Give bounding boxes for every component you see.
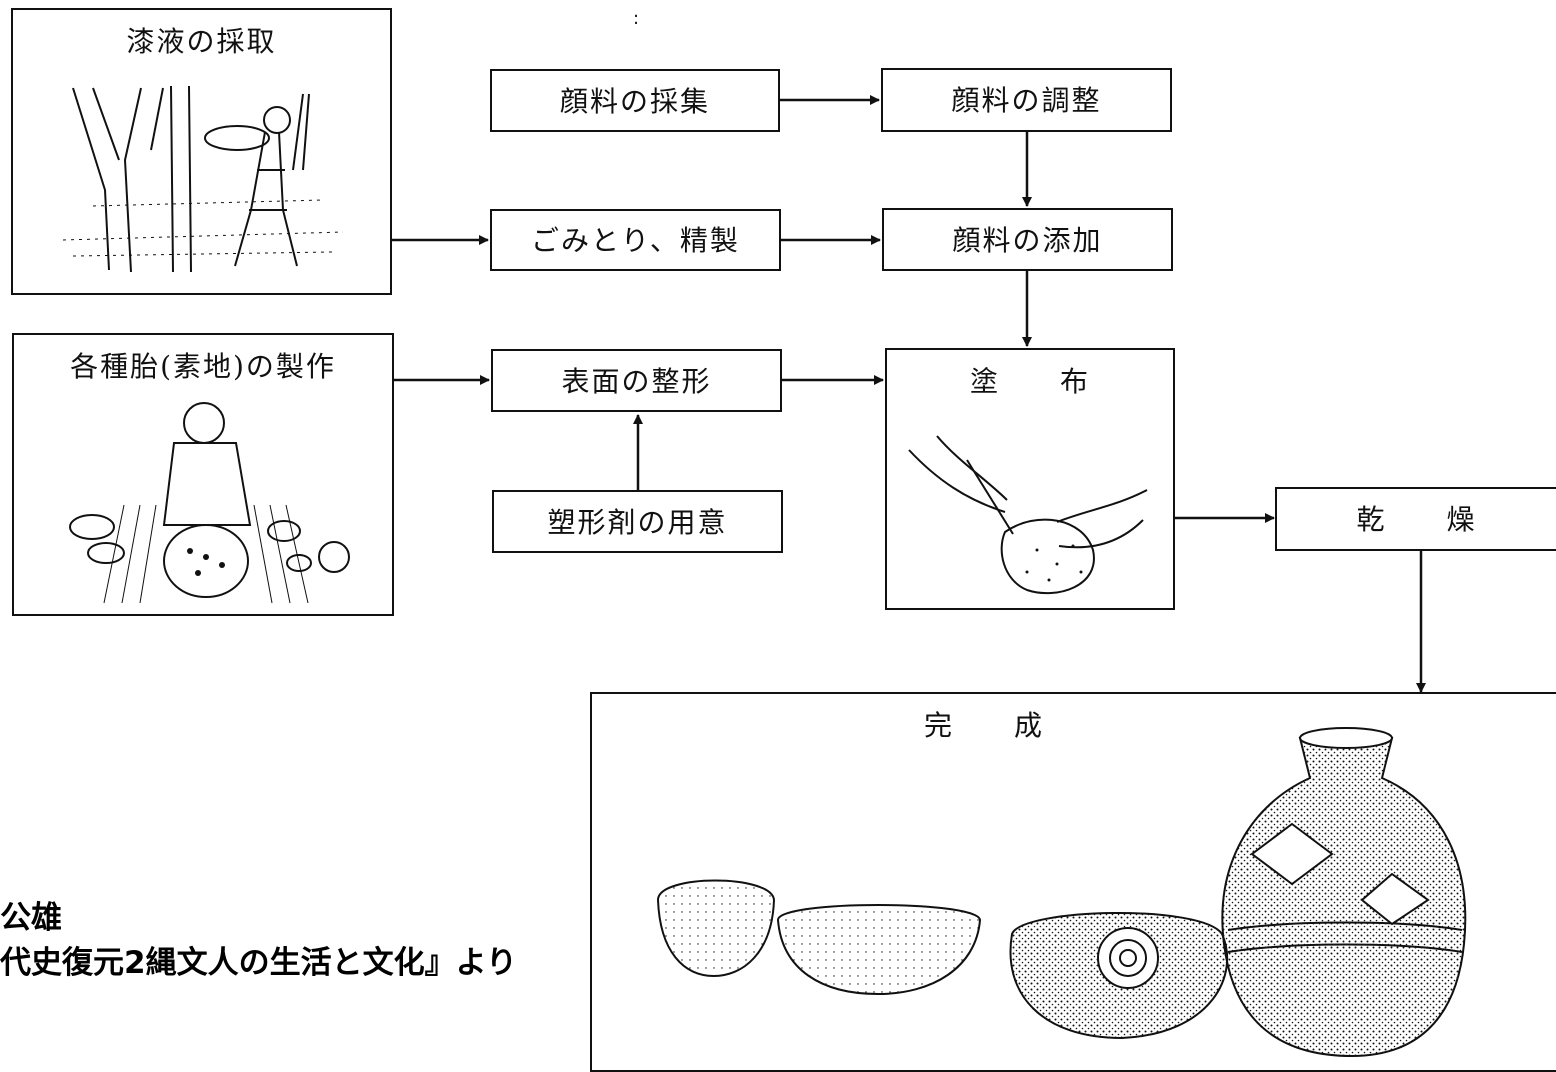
- step-plastic-agent: 塑形剤の用意: [492, 490, 783, 553]
- step-drying-label: 乾 燥: [1356, 503, 1477, 537]
- panel-completed: 完 成: [590, 692, 1556, 1072]
- step-pigment-collect-label: 顔料の採集: [559, 84, 710, 118]
- step-pigment-add-label: 顔料の添加: [952, 223, 1103, 257]
- panel-coating-title: 塗 布: [969, 365, 1090, 398]
- step-pigment-add: 顔料の添加: [882, 208, 1173, 271]
- vase-tall: [1221, 737, 1467, 1058]
- step-pigment-collect: 顔料の採集: [490, 69, 780, 132]
- panel-sap-harvest: 漆液の採取: [11, 8, 392, 295]
- completed-vessels-illustration: [656, 727, 1467, 1058]
- bowl-wide: [776, 904, 982, 996]
- stray-mark: :: [633, 8, 640, 29]
- step-pigment-adjust: 顔料の調整: [881, 68, 1172, 132]
- step-drying: 乾 燥: [1275, 487, 1556, 551]
- bowl-small: [656, 879, 776, 978]
- step-surface-shaping: 表面の整形: [491, 349, 782, 412]
- step-refine: ごみとり、精製: [490, 209, 781, 271]
- step-refine-label: ごみとり、精製: [531, 224, 740, 258]
- sap-harvest-illustration: [62, 85, 344, 273]
- panel-base-making-title: 各種胎(素地)の製作: [70, 350, 336, 383]
- step-plastic-agent-label: 塑形剤の用意: [547, 505, 728, 539]
- panel-base-making: 各種胎(素地)の製作: [12, 333, 394, 616]
- credit-line-1: 公雄: [0, 900, 62, 936]
- panel-sap-harvest-title: 漆液の採取: [126, 25, 277, 58]
- coating-illustration: [908, 435, 1148, 595]
- base-making-illustration: [69, 402, 350, 604]
- panel-completed-title: 完 成: [923, 709, 1044, 742]
- step-pigment-adjust-label: 顔料の調整: [951, 84, 1102, 118]
- panel-coating: 塗 布: [885, 348, 1175, 610]
- credit-line-2: 代史復元2縄文人の生活と文化』より: [0, 945, 517, 981]
- step-surface-shaping-label: 表面の整形: [561, 364, 712, 398]
